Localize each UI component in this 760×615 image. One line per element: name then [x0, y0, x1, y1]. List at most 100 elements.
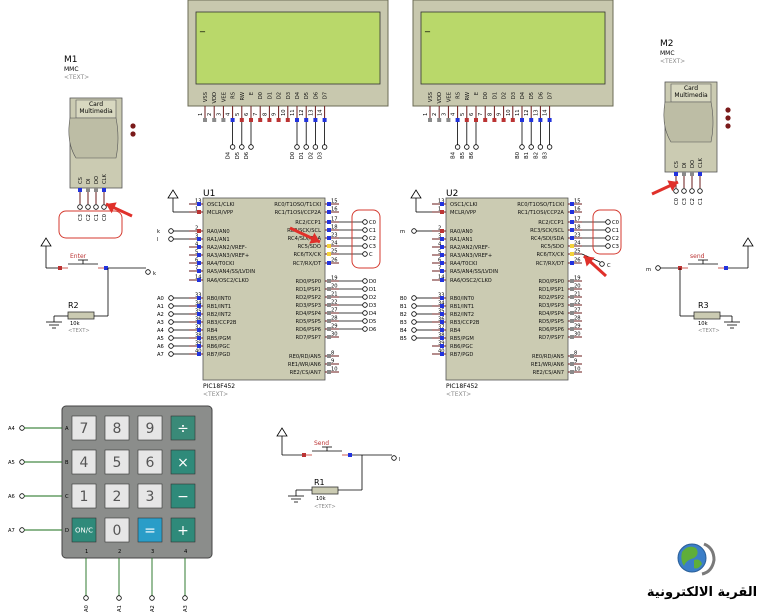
- lcd-net-label: D0: [290, 152, 296, 159]
- pic-pin-number: 10: [331, 367, 338, 373]
- lcd-pin-number: 2: [432, 113, 438, 116]
- pic-left-pin-name: OSC1/CLKI: [450, 202, 478, 208]
- pic-left-pin-name: RB2/INT2: [450, 312, 474, 318]
- keypad-key: [170, 449, 196, 475]
- pic-pin-number: 20: [331, 284, 338, 290]
- pic-pin-number: 2: [438, 226, 441, 232]
- card-net-label: C3: [682, 198, 688, 205]
- r1-ref: R1: [314, 478, 325, 487]
- lcd-right[interactable]: _ VSS1VDD2VEE3RS4RW5E6D07D18D29D310D411D…: [412, 0, 614, 159]
- keypad-key: [104, 415, 130, 441]
- rd-net-label: D4: [369, 311, 377, 317]
- power-triangle: [742, 237, 754, 247]
- pic-right-pin-name: RD7/PSP7: [539, 335, 565, 341]
- rd-net-terminal: [362, 278, 368, 284]
- send2-net-terminal: [391, 455, 397, 461]
- lcd-pin-state: [258, 118, 263, 122]
- button-pin: [302, 453, 306, 457]
- lcd-pin-number: 9: [272, 113, 278, 116]
- pic-right-pin-name: RE2/CS/AN7: [533, 370, 564, 376]
- pic-left-pin-name: RB3/CCP2B: [450, 320, 480, 326]
- rc-net-label: C3: [612, 244, 619, 250]
- card-pin-label: CLK: [698, 157, 704, 168]
- pic-right-pin-name: RD0/PSP0: [539, 279, 565, 285]
- keypad-key: [137, 483, 163, 509]
- pic-right-pin-name: RD4/PSP4: [296, 311, 322, 317]
- rc-net-label: C: [369, 252, 373, 258]
- pic-net-label: B0: [400, 296, 407, 302]
- pic-pin-number: 1: [195, 207, 198, 213]
- lcd-pin-label: E: [249, 92, 255, 95]
- pic-net-terminal: [168, 335, 174, 341]
- lcd-net-label: B2: [533, 152, 539, 159]
- lcd-net-label: B3: [543, 152, 549, 159]
- pic-pin-number: 16: [574, 207, 581, 213]
- button-pin: [104, 266, 108, 270]
- keypad-col-net: A2: [150, 605, 156, 612]
- lcd-left-cursor: _: [199, 22, 206, 33]
- rd-net-terminal: [362, 294, 368, 300]
- pic-net-terminal: [411, 228, 417, 234]
- lcd-pin-label: VDD: [437, 92, 443, 104]
- pic-pin-state: [327, 370, 331, 374]
- r1-value: 10k: [316, 496, 326, 502]
- rc-net-terminal: [605, 227, 611, 233]
- card-net-terminal: [85, 204, 91, 210]
- pic-net-terminal: [411, 327, 417, 333]
- ic-u1[interactable]: U1 PIC18F452 <TEXT> OSC1/CLKI13MCLR/VPP1…: [157, 189, 381, 398]
- pic-pin-state: [440, 304, 444, 308]
- r3-text: <TEXT>: [698, 328, 720, 334]
- pic-pin-state: [440, 278, 444, 282]
- pic-pin-state: [327, 327, 331, 331]
- card-net-label: C1: [698, 198, 704, 205]
- pic-right-pin-name: RD3/PSP3: [296, 303, 322, 309]
- pic-pin-number: 24: [331, 241, 338, 247]
- pic-pin-number: 19: [331, 276, 338, 282]
- pic-pin-state: [197, 261, 201, 265]
- pic-left-pin-name: RB3/CCP2B: [207, 320, 237, 326]
- keypad-key: [104, 449, 130, 475]
- lcd-net-label: B0: [515, 152, 521, 159]
- lcd-pin-label: D2: [277, 92, 283, 99]
- pic-left-pin-name: RA2/AN2/VREF-: [450, 245, 490, 251]
- power-triangle: [167, 189, 179, 199]
- send-net-label: m: [646, 267, 651, 273]
- lcd-net-terminal: [519, 144, 525, 150]
- pic-pin-number: 22: [574, 300, 581, 306]
- button-label: Enter: [70, 253, 87, 260]
- card-pin-state: [78, 188, 82, 192]
- card-m2[interactable]: M2 MMC <TEXT> Card Multimedia CSC0DIC3DO…: [660, 39, 731, 205]
- pic-pin-state: [570, 354, 574, 358]
- pic-pin-number: 18: [574, 225, 581, 231]
- card-pin-state: [682, 172, 686, 176]
- pic-pin-state: [440, 320, 444, 324]
- pic-left-pin-name: RB2/INT2: [207, 312, 231, 318]
- ic-u2[interactable]: U2 PIC18F452 <TEXT> OSC1/CLKI13MCLR/VPP1…: [400, 189, 622, 398]
- lcd-pin-label: VSS: [428, 92, 434, 102]
- pic-left-pin-name: RA3/AN3/VREF+: [450, 253, 492, 259]
- pic-pin-state: [327, 354, 331, 358]
- rd-net-label: D6: [369, 327, 376, 333]
- pic-net-terminal: [168, 295, 174, 301]
- pic-pin-number: 5: [195, 250, 198, 256]
- keypad-key: [104, 483, 130, 509]
- pic-right-pin-name: RD1/PSP1: [296, 287, 322, 293]
- lcd-pin-state: [203, 118, 207, 122]
- pic-pin-state: [440, 245, 444, 249]
- lcd-pin-label: RW: [465, 92, 471, 101]
- card-net-terminal: [673, 188, 679, 194]
- card-pin-label: DI: [682, 162, 688, 168]
- keypad-col-label: 2: [118, 549, 121, 555]
- lcd-pin-label: D7: [548, 92, 554, 99]
- keypad-key-label: ON/C: [75, 527, 93, 535]
- lcd-pin-state: [239, 118, 244, 122]
- lcd-pin-state: [221, 118, 226, 122]
- lcd-pin-state: [538, 118, 543, 122]
- u1-ref: U1: [203, 189, 215, 199]
- rc-net-terminal: [362, 227, 368, 233]
- lcd-left[interactable]: _ VSS1VDD2VEE3RS4RW5E6D07D18D29D310D411D…: [187, 0, 389, 159]
- pic-right-pin-name: RD4/PSP4: [539, 311, 565, 317]
- lcd-pin-state: [437, 118, 442, 122]
- card-m1[interactable]: M1 MMC <TEXT> Card Multimedia CSC3DIC2DO…: [58, 55, 136, 239]
